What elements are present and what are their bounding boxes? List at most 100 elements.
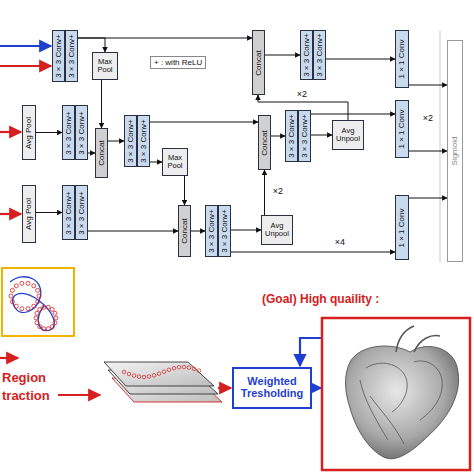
caption-text: (Goal) High quaility :	[262, 292, 379, 306]
contour-point	[157, 372, 161, 376]
node-text: 3 × 3 Conv+	[78, 191, 86, 235]
contour-point	[142, 375, 146, 379]
edge-label: ×4	[334, 238, 346, 248]
pool-block: Avg Pool	[22, 105, 36, 160]
input-arrow	[0, 213, 21, 215]
contour-point	[42, 327, 46, 331]
contour-point	[35, 311, 39, 315]
edge-label: ×2	[422, 114, 434, 124]
node-text: Concat	[255, 50, 263, 75]
conv-block: 3 × 3 Conv+	[75, 185, 88, 240]
connector-arrow	[108, 141, 124, 142]
node-text: 3 × 3 Conv+	[68, 34, 76, 78]
contour-point	[147, 375, 151, 379]
contour-point	[46, 327, 50, 331]
connector-arrow	[78, 38, 105, 52]
node-text: 3 × 3 Conv+	[301, 114, 309, 158]
pool-block: Max Pool	[92, 52, 118, 80]
node-text: Avg Unpool	[333, 127, 363, 143]
connector-arrow	[231, 252, 395, 253]
contour-point	[172, 366, 176, 370]
contour-point	[50, 307, 54, 311]
contour-point	[50, 325, 54, 329]
flow-arrow	[313, 387, 321, 389]
caption-text: Region	[2, 370, 46, 385]
flow-arrow	[218, 387, 231, 389]
input-arrow	[0, 131, 21, 133]
contour-point	[46, 305, 50, 309]
contour-point	[10, 300, 14, 304]
node-text: Max Pool	[163, 154, 187, 170]
contour-curve	[10, 277, 54, 331]
node-text: 3 × 3 Conv+	[221, 209, 229, 253]
contour-point	[197, 369, 201, 373]
contour-point	[182, 365, 186, 369]
contour-point	[192, 367, 196, 371]
sigmoid-block: Sigmoid	[447, 40, 463, 262]
node-text: Avg Pool	[25, 198, 33, 230]
region-arrow	[58, 394, 100, 396]
contour-point	[38, 307, 42, 311]
contour-point	[127, 372, 131, 376]
connector-arrow	[150, 162, 162, 163]
contour-point	[36, 300, 40, 304]
connector-arrow	[271, 136, 285, 137]
contour-point	[177, 365, 181, 369]
connector-arrow	[326, 59, 395, 60]
legend-note: + : with ReLU	[150, 56, 206, 69]
conv-block: 3 × 3 Conv+	[205, 205, 218, 257]
edge-label: ×2	[272, 187, 284, 197]
conv-block: 3 × 3 Conv+	[62, 185, 75, 240]
result-frame	[322, 318, 470, 470]
heart-detail	[360, 361, 442, 444]
contour-point	[32, 284, 36, 288]
contour-point	[132, 374, 136, 378]
connector-arrow	[36, 212, 62, 213]
concat-block: Concat	[95, 128, 108, 178]
contour-point	[26, 307, 30, 311]
node-text: Concat	[98, 140, 106, 165]
node-text: 3 × 3 Conv+	[316, 33, 324, 77]
conv-block: 3 × 3 Conv+	[300, 30, 313, 80]
contour-point	[37, 294, 41, 298]
conv-block: 3 × 3 Conv+	[313, 30, 326, 80]
node-text: Sigmoid	[451, 137, 459, 166]
input-arrow	[0, 45, 51, 47]
concat-block: Concat	[252, 30, 265, 95]
conv-block: 3 × 3 Conv+	[52, 30, 65, 82]
conv-block: 3 × 3 Conv+	[137, 115, 150, 167]
connector-arrow	[311, 135, 332, 136]
pool-block: Avg Unpool	[261, 215, 293, 245]
contour-point	[187, 366, 191, 370]
output-conv-block: 1 × 1 Conv	[395, 30, 409, 88]
contour-point	[9, 294, 13, 298]
heart-vessel	[396, 326, 440, 352]
conv-block: 3 × 3 Conv+	[285, 110, 298, 162]
conv-block: 3 × 3 Conv+	[124, 115, 137, 167]
contour-point	[53, 321, 57, 325]
conv-block: 3 × 3 Conv+	[75, 105, 88, 160]
concat-block: Concat	[258, 115, 271, 170]
node-text: 3 × 3 Conv+	[55, 34, 63, 78]
guide-line	[440, 30, 441, 262]
contour-point	[162, 370, 166, 374]
pool-block: Avg Unpool	[332, 120, 364, 150]
connector-arrow	[264, 170, 265, 215]
connector-arrow	[311, 114, 395, 115]
contour-point	[20, 307, 24, 311]
threshold-box: Weighted Tresholding	[232, 367, 312, 409]
contour-point	[14, 304, 18, 308]
contour-point	[26, 281, 30, 285]
connector-arrow	[88, 153, 95, 154]
node-text: Max Pool	[93, 58, 117, 74]
node-text: 3 × 3 Conv+	[127, 119, 135, 163]
node-text: 3 × 3 Conv+	[65, 111, 73, 155]
node-text: Concat	[181, 218, 189, 243]
node-text: 3 × 3 Conv+	[288, 114, 296, 158]
connector-arrow	[191, 231, 205, 232]
contour-inset	[2, 268, 74, 336]
contour-point	[54, 316, 58, 320]
node-text: 3 × 3 Conv+	[208, 209, 216, 253]
connector-arrow	[265, 55, 300, 56]
contour-point	[10, 288, 14, 292]
